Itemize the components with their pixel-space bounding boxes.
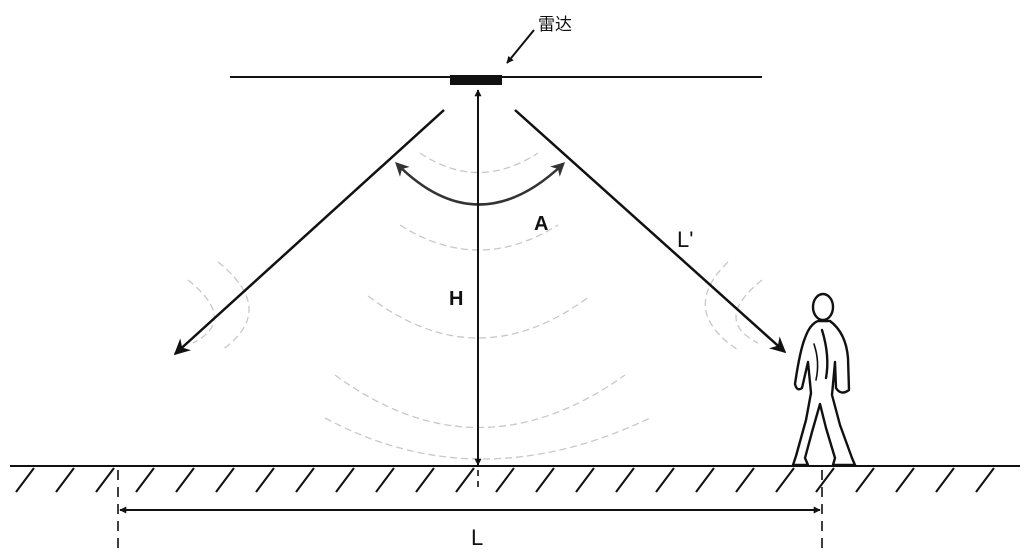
walking-person-icon (791, 292, 857, 467)
ground-hatching (15, 467, 995, 493)
right-beam-arrow (514, 109, 787, 354)
height-label: H (449, 288, 463, 310)
angle-label: A (534, 213, 548, 235)
slant-range-label: L' (677, 227, 693, 252)
radar-device (450, 75, 502, 85)
left-beam-arrow (173, 109, 445, 356)
radar-label-pointer (506, 29, 535, 64)
radar-waves (187, 152, 763, 460)
beam-angle-arc (395, 162, 566, 206)
horizontal-range-label: L (471, 525, 483, 550)
radar-label: 雷达 (538, 15, 572, 35)
